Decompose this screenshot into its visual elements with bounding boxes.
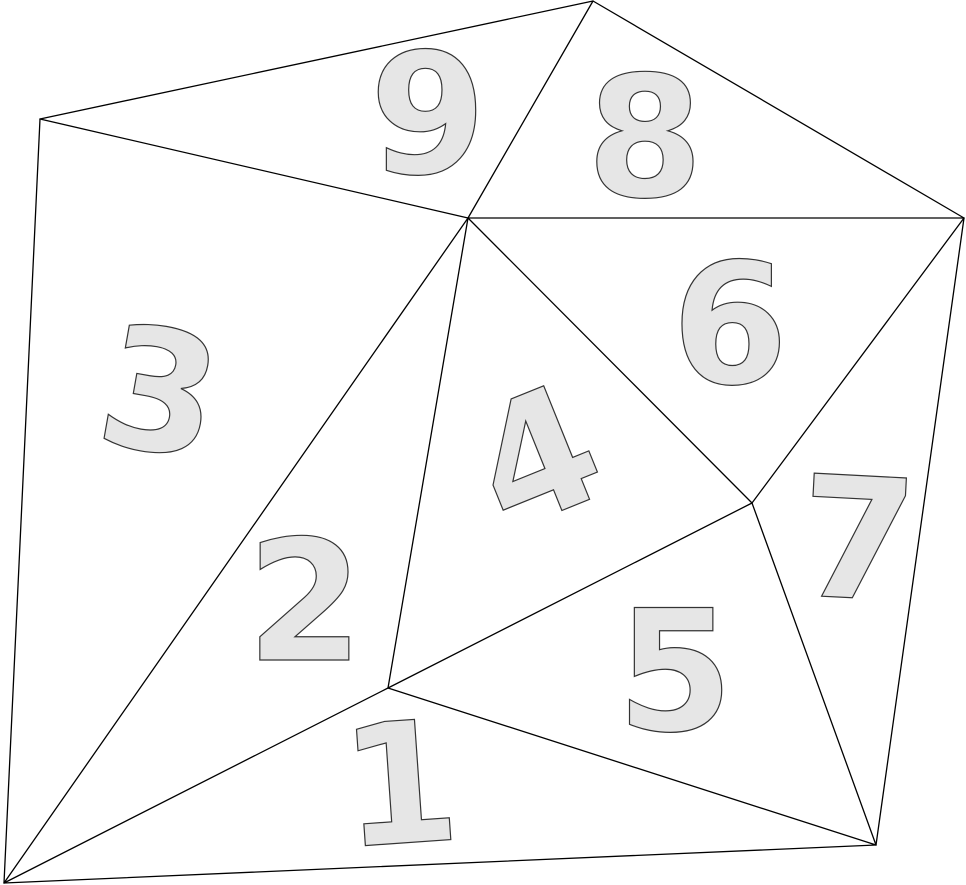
region-label-8: 8 <box>587 40 704 236</box>
region-label-1: 1 <box>335 683 465 885</box>
edge <box>3 217 469 884</box>
region-numbers: 1 2 3 4 5 6 7 8 9 <box>85 16 922 885</box>
edge <box>467 217 753 504</box>
edge <box>751 502 877 846</box>
region-label-3: 3 <box>85 286 234 499</box>
edge <box>3 687 389 884</box>
edge <box>3 844 877 884</box>
region-label-7: 7 <box>794 439 921 641</box>
edge <box>387 687 877 846</box>
edge <box>467 0 594 219</box>
edge <box>3 118 41 884</box>
edge <box>39 118 469 219</box>
edge <box>39 0 594 120</box>
region-label-4: 4 <box>446 345 628 571</box>
region-label-5: 5 <box>617 574 734 770</box>
region-label-2: 2 <box>247 504 364 700</box>
edge <box>387 502 753 689</box>
edge <box>592 0 965 219</box>
edge <box>751 217 965 504</box>
region-label-9: 9 <box>370 17 487 213</box>
triangle-edges <box>3 0 965 884</box>
region-label-6: 6 <box>672 227 789 423</box>
edge <box>875 217 965 846</box>
edge <box>387 217 469 689</box>
